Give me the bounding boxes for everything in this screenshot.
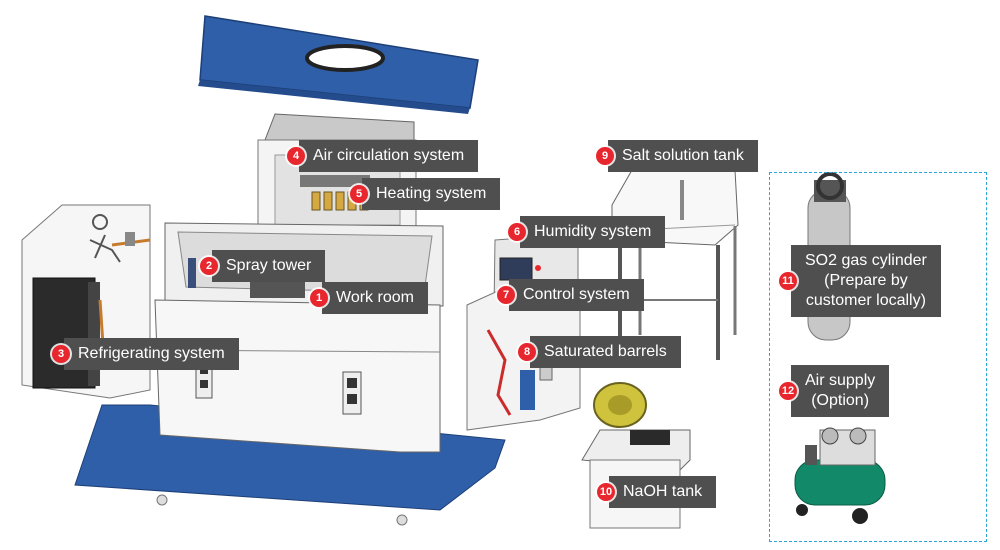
callout-number-badge: 7 bbox=[497, 286, 515, 304]
air-compressor bbox=[794, 427, 886, 524]
callout-label: Heating system bbox=[362, 178, 501, 210]
hood-lid bbox=[198, 15, 479, 114]
callout-label-line: (Option) bbox=[811, 392, 870, 409]
callout-number-badge: 2 bbox=[200, 257, 218, 275]
callout-number-badge: 11 bbox=[779, 272, 797, 290]
callout-label: Saturated barrels bbox=[530, 336, 681, 368]
callout-naoh-tank: 10 NaOH tank bbox=[597, 476, 717, 508]
callout-number-badge: 6 bbox=[508, 223, 526, 241]
callout-number-badge: 4 bbox=[287, 147, 305, 165]
callout-air-supply: 12 Air supply (Option) bbox=[779, 365, 890, 417]
callout-label: Salt solution tank bbox=[608, 140, 758, 172]
control-unit bbox=[466, 235, 581, 431]
callout-label-line: customer locally) bbox=[805, 292, 926, 309]
callout-so2-gas-cylinder: 11 SO2 gas cylinder (Prepare by customer… bbox=[779, 245, 941, 317]
callout-number-badge: 1 bbox=[310, 289, 328, 307]
callout-number-badge: 9 bbox=[596, 147, 614, 165]
callout-label: Control system bbox=[509, 279, 644, 311]
callout-number-badge: 8 bbox=[518, 343, 536, 361]
callout-air-circulation-system: 4 Air circulation system bbox=[287, 140, 479, 172]
callout-saturated-barrels: 8 Saturated barrels bbox=[518, 336, 681, 368]
callout-control-system: 7 Control system bbox=[497, 279, 644, 311]
callout-heating-system: 5 Heating system bbox=[350, 178, 501, 210]
callout-salt-solution-tank: 9 Salt solution tank bbox=[596, 140, 758, 172]
callout-number-badge: 12 bbox=[779, 382, 797, 400]
callout-label: NaOH tank bbox=[609, 476, 717, 508]
callout-label: Air supply (Option) bbox=[791, 365, 890, 417]
callout-label: SO2 gas cylinder (Prepare by customer lo… bbox=[791, 245, 941, 317]
callout-spray-tower: 2 Spray tower bbox=[200, 250, 326, 282]
callout-label-line: (Prepare by bbox=[824, 272, 908, 289]
salt-solution-tank bbox=[611, 169, 739, 360]
callout-label-line: Air supply bbox=[805, 372, 876, 389]
callout-label: Spray tower bbox=[212, 250, 326, 282]
callout-label-line: SO2 gas cylinder bbox=[805, 252, 927, 269]
callout-number-badge: 3 bbox=[52, 345, 70, 363]
callout-number-badge: 10 bbox=[597, 483, 615, 501]
callout-work-room: 1 Work room bbox=[310, 282, 428, 314]
callout-humidity-system: 6 Humidity system bbox=[508, 216, 666, 248]
callout-label: Refrigerating system bbox=[64, 338, 239, 370]
callout-label: Air circulation system bbox=[299, 140, 479, 172]
optional-equipment-box bbox=[769, 172, 987, 542]
callout-label: Humidity system bbox=[520, 216, 666, 248]
callout-label: Work room bbox=[322, 282, 428, 314]
callout-number-badge: 5 bbox=[350, 185, 368, 203]
callout-refrigerating-system: 3 Refrigerating system bbox=[52, 338, 239, 370]
